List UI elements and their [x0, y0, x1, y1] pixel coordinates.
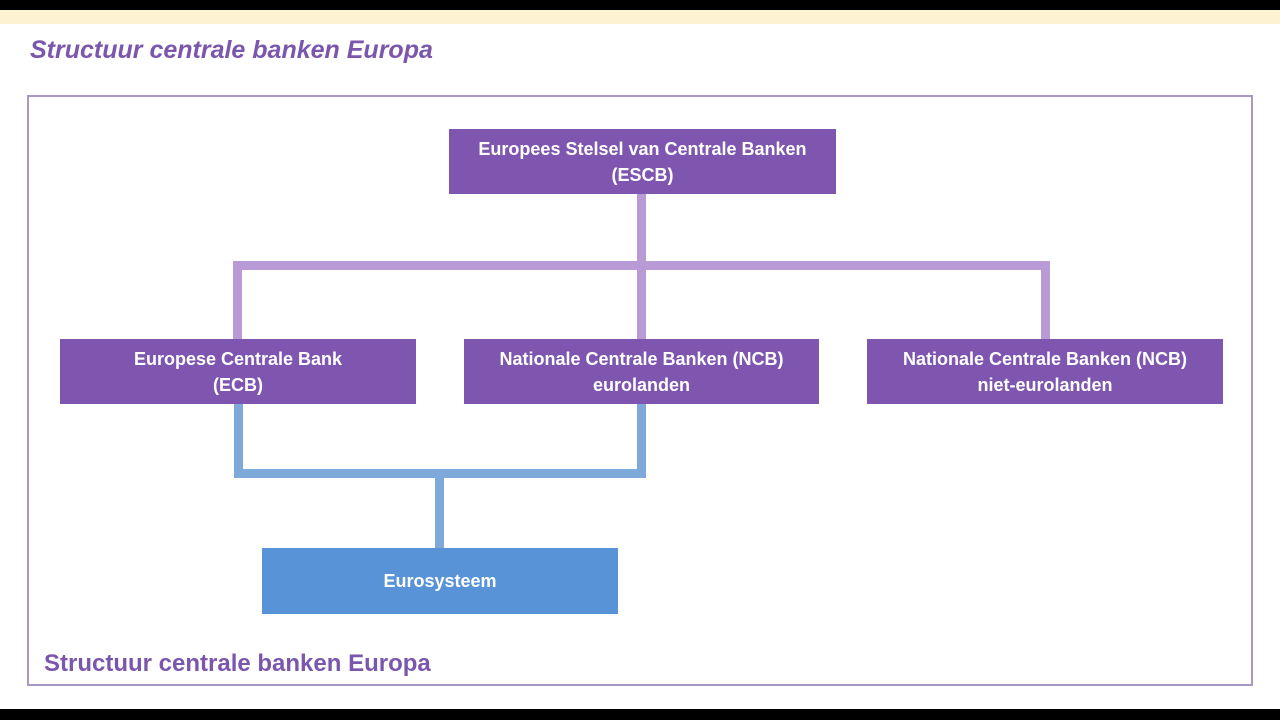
ecb-label-line1: Europese Centrale Bank — [133, 348, 343, 369]
ncb-non-euro-label-line2: niet-eurolanden — [977, 374, 1113, 395]
ncb-non-euro-node: Nationale Centrale Banken (NCB) niet-eur… — [867, 339, 1223, 404]
ncb-euro-label-line1: Nationale Centrale Banken (NCB) — [499, 348, 784, 369]
ncb-non-euro-label-line1: Nationale Centrale Banken (NCB) — [902, 348, 1188, 369]
top-strip — [0, 10, 1280, 24]
ecb-to-eurosystem-connector — [234, 403, 243, 478]
escb-node: Europees Stelsel van Centrale Banken (ES… — [449, 129, 836, 194]
ncb-non-euro-drop-connector — [1041, 261, 1050, 340]
ecb-label-line2: (ECB) — [213, 374, 263, 395]
ecb-drop-connector — [233, 261, 242, 340]
eurosystem-node: Eurosysteem — [262, 548, 618, 614]
eurosystem-stem-connector — [435, 469, 444, 549]
ncb-euro-to-eurosystem-connector — [637, 403, 646, 478]
escb-label-line2: (ESCB) — [611, 164, 674, 185]
page-title: Structuur centrale banken Europa — [30, 36, 433, 64]
diagram-caption: Structuur centrale banken Europa — [44, 650, 431, 677]
diagram-frame — [27, 95, 1253, 686]
ncb-euro-label-line2: eurolanden — [592, 374, 690, 395]
escb-horizontal-connector — [233, 261, 1050, 270]
ncb-euro-node: Nationale Centrale Banken (NCB) euroland… — [464, 339, 819, 404]
ecb-node: Europese Centrale Bank (ECB) — [60, 339, 416, 404]
eurosystem-label: Eurosysteem — [383, 571, 497, 591]
escb-label-line1: Europees Stelsel van Centrale Banken — [478, 138, 807, 159]
